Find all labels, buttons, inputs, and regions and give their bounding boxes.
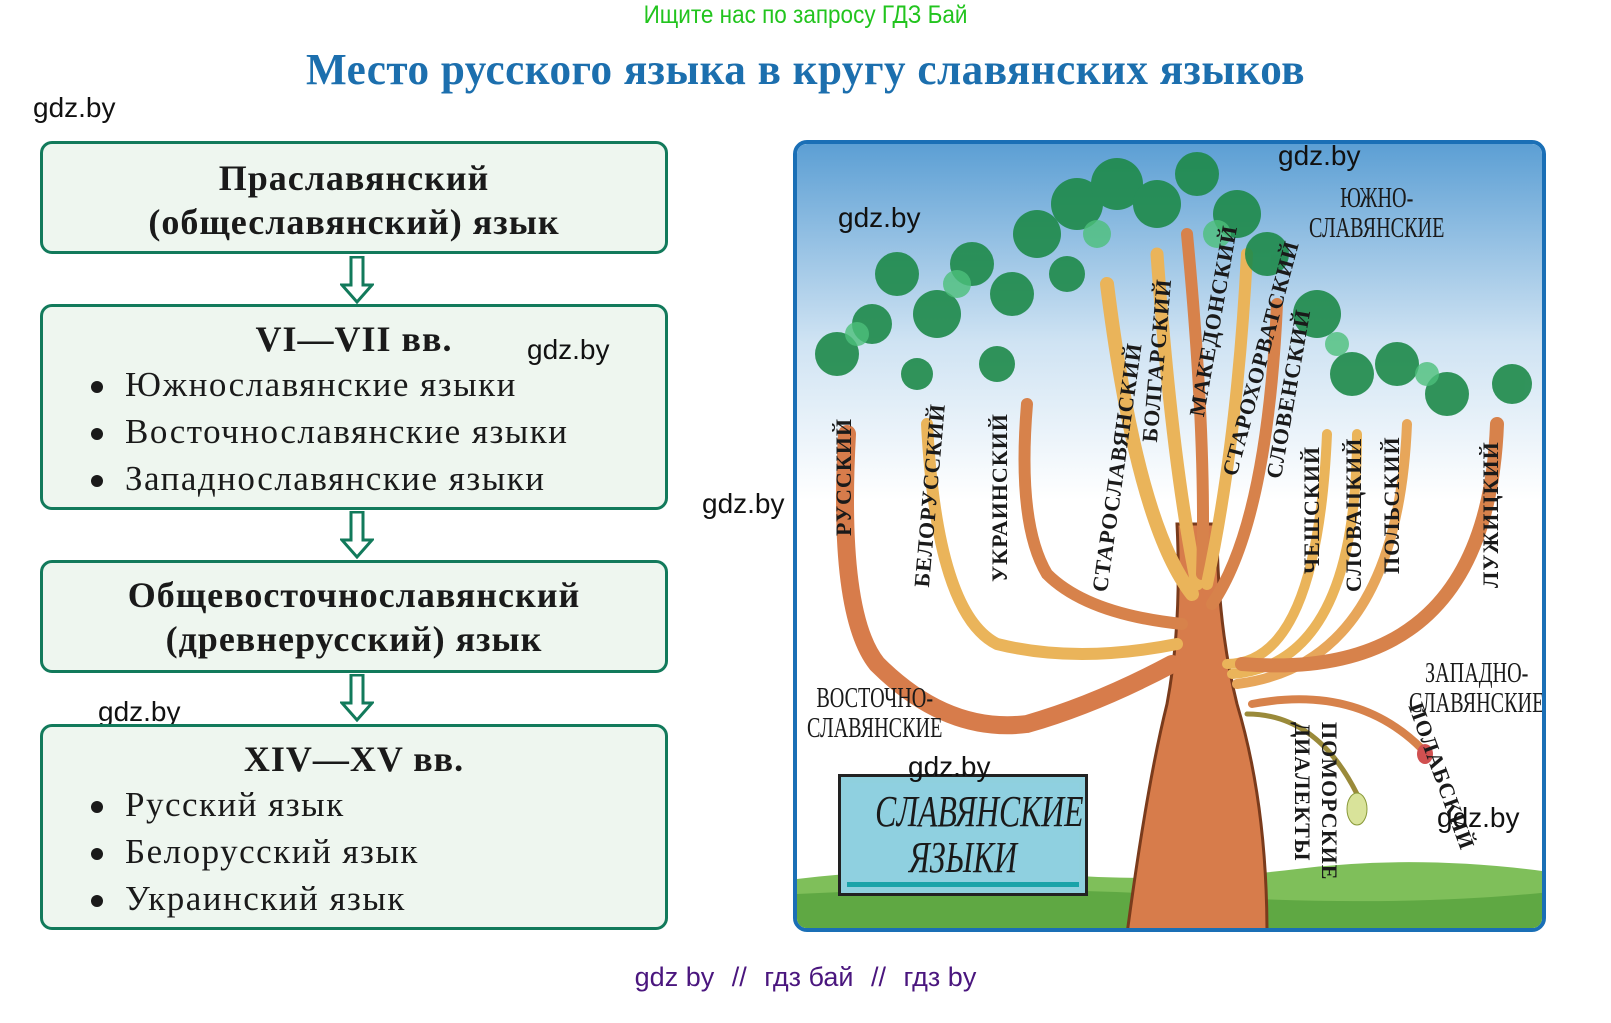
box-title-line: Праславянский: [218, 158, 490, 198]
branch-label-slovak: СЛОВАЦКИЙ: [1341, 437, 1366, 592]
slavic-language-tree-illustration: РУССКИЙ БЕЛОРУССКИЙ УКРАИНСКИЙ СТАРОСЛАВ…: [793, 140, 1546, 932]
list-item: Западнославянские языки: [91, 455, 665, 502]
branch-label-pomeranian: ПОМОРСКИЕ: [1317, 722, 1342, 881]
list-item: Русский язык: [91, 781, 665, 828]
flow-box-14-15-centuries: XIV—XV вв. Русский язык Белорусский язык…: [40, 724, 668, 930]
box-title-line: VI—VII вв.: [255, 319, 453, 359]
box-title-line: (древнерусский) язык: [165, 619, 543, 659]
sign-text: СЛАВЯНСКИЕ ЯЗЫКИ: [875, 787, 1084, 882]
watermark: gdz.by: [908, 751, 991, 782]
footer-separator: //: [731, 962, 747, 992]
watermark: gdz.by: [702, 488, 785, 519]
branch-label-dialects: ДИАЛЕКТЫ: [1290, 722, 1315, 862]
slavic-languages-sign: СЛАВЯНСКИЕ ЯЗЫКИ: [838, 774, 1088, 896]
group-label-line: СЛАВЯНСКИЕ: [1309, 213, 1445, 244]
tree-drawing: [797, 144, 1542, 928]
list-item: Белорусский язык: [91, 828, 665, 875]
down-arrow-icon: [340, 511, 374, 559]
group-label-line: ЗАПАДНО-: [1425, 658, 1529, 689]
branch-label-polish: ПОЛЬСКИЙ: [1379, 436, 1404, 574]
watermark: gdz.by: [527, 334, 610, 365]
group-label-line: ЮЖНО-: [1340, 183, 1414, 214]
watermark: gdz.by: [33, 92, 116, 123]
group-label-line: СЛАВЯНСКИЕ: [1409, 688, 1545, 719]
group-label-line: СЛАВЯНСКИЕ: [807, 713, 943, 744]
list-item: Южнославянские языки: [91, 361, 665, 408]
footer-separator: //: [871, 962, 887, 992]
watermark: gdz.by: [1278, 140, 1361, 171]
flow-box-old-east-slavic: Общевосточнославянский (древнерусский) я…: [40, 560, 668, 673]
footer-links: gdz by // гдз бай // гдз by: [0, 962, 1611, 993]
watermark: gdz.by: [838, 202, 921, 233]
footer-link-gdz-by-cyr[interactable]: гдз by: [903, 962, 977, 992]
sign-line: СЛАВЯНСКИЕ: [875, 787, 1084, 836]
top-banner: Ищите нас по запросу ГДЗ Бай: [643, 1, 968, 29]
sign-line: ЯЗЫКИ: [908, 833, 1018, 882]
group-label-line: ВОСТОЧНО-: [816, 683, 934, 714]
list-item: Украинский язык: [91, 875, 665, 922]
page-title: Место русского языка в кругу славянских …: [305, 45, 1306, 94]
branch-label-russian: РУССКИЙ: [831, 418, 856, 536]
box-title-line: XIV—XV вв.: [243, 739, 465, 779]
footer-link-gdz-by[interactable]: gdz by: [634, 962, 715, 992]
group-list: Южнославянские языки Восточнославянские …: [43, 361, 665, 502]
branch-label-ukrainian: УКРАИНСКИЙ: [987, 413, 1012, 582]
footer-link-gdz-bai[interactable]: гдз бай: [764, 962, 854, 992]
branch-label-czech: ЧЕШСКИЙ: [1299, 445, 1324, 574]
box-title-line: (общеславянский) язык: [148, 202, 560, 242]
down-arrow-icon: [340, 256, 374, 304]
flow-box-proto-slavic: Праславянский (общеславянский) язык: [40, 141, 668, 254]
group-label-west-slavic: ЗАПАДНО- СЛАВЯНСКИЕ: [1409, 658, 1545, 719]
branch-label-sorbian: ЛУЖИЦКИЙ: [1478, 441, 1503, 588]
list-item: Восточнославянские языки: [91, 408, 665, 455]
group-label-south-slavic: ЮЖНО- СЛАВЯНСКИЕ: [1309, 184, 1444, 244]
flow-box-6-7-centuries: VI—VII вв. Южнославянские языки Восточно…: [40, 304, 668, 510]
group-label-east-slavic: ВОСТОЧНО- СЛАВЯНСКИЕ: [807, 684, 942, 744]
box-title-line: Общевосточнославянский: [127, 575, 581, 615]
watermark: gdz.by: [98, 696, 181, 727]
down-arrow-icon: [340, 674, 374, 722]
language-list: Русский язык Белорусский язык Украинский…: [43, 781, 665, 922]
watermark: gdz.by: [1437, 802, 1520, 833]
